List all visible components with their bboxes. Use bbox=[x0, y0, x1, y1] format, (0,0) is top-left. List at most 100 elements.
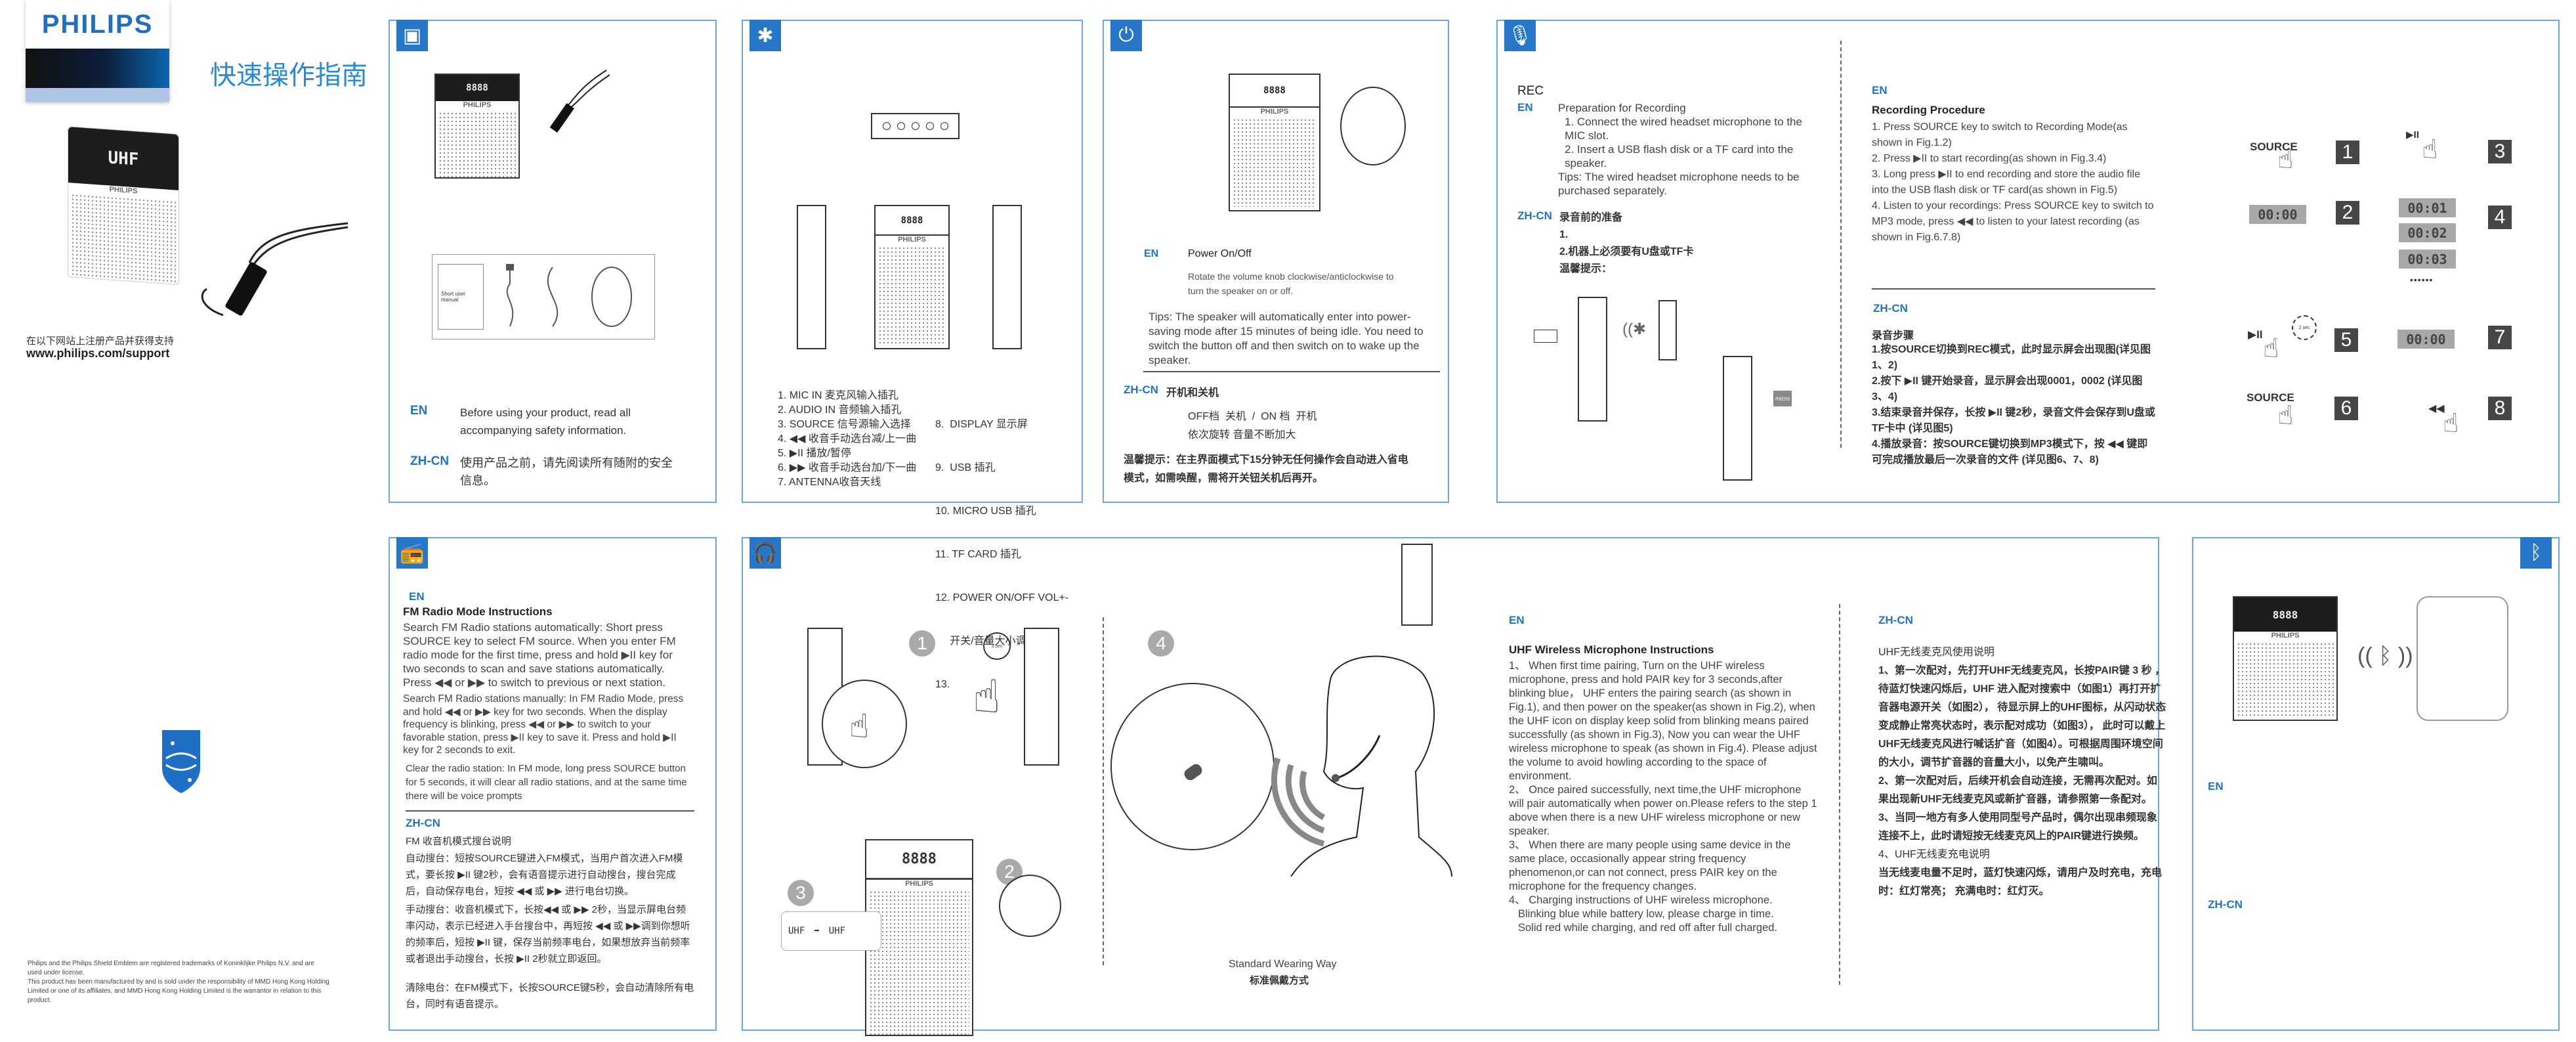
clock-icon: 3 sec bbox=[983, 632, 1011, 660]
control-item: 7. ANTENNA收音天线 bbox=[778, 477, 881, 488]
mic-wearing-zoom bbox=[1110, 683, 1275, 850]
fig4-lcd-1: 00:01 bbox=[2399, 198, 2456, 217]
mic-transmitter bbox=[1658, 300, 1677, 360]
speaker-front-uhf: 8888 PHILIPS bbox=[865, 839, 973, 1036]
support-url[interactable]: www.philips.com/support bbox=[26, 347, 170, 360]
fig5-play-label: ▶II bbox=[2248, 328, 2263, 341]
power-desc: Rotate the volume knob clockwise/anticlo… bbox=[1188, 271, 1394, 296]
speaker-top-view bbox=[871, 113, 960, 139]
rec-prep-1: 1. Connect the wired headset microphone … bbox=[1565, 116, 1802, 142]
speaker-illustration: 8888 PHILIPS bbox=[434, 74, 520, 179]
user-manual: Short user manual bbox=[438, 264, 484, 330]
tf-card-icon: micro bbox=[1773, 391, 1792, 406]
proc-step: 3. Long press ▶II to end recording and s… bbox=[1872, 169, 2141, 196]
legal-trademark: Philips and the Philips Shield Emblem ar… bbox=[28, 960, 315, 976]
rec-prep-block: Preparation for Recording 1. Connect the… bbox=[1558, 101, 1821, 198]
fig-number-7: 7 bbox=[2488, 326, 2512, 349]
rec-prep-title: Preparation for Recording bbox=[1558, 102, 1686, 114]
fig-number-2: 2 bbox=[2336, 201, 2359, 225]
hand-press-icon: ☝ bbox=[2277, 401, 2294, 430]
intro-zh-text: 使用产品之前，请先阅读所有随附的安全信息。 bbox=[460, 456, 673, 487]
fm-zh-title: FM 收音机模式搜台说明 bbox=[406, 836, 511, 847]
pair-zoom-circle: ☝ bbox=[822, 680, 907, 768]
controls-icon: ✱ bbox=[750, 20, 781, 51]
fig4-lcd-3: 00:03 bbox=[2399, 250, 2456, 269]
uhf-zh-p3: 3、当同一地方有多人使用同型号产品时，偶尔出现串频现象连接不上，此时请短按无线麦… bbox=[1878, 812, 2157, 842]
rec-zh-2: 2.机器上必须要有U盘或TF卡 bbox=[1559, 246, 1694, 257]
control-item: 1. MIC IN 麦克风输入插孔 bbox=[778, 390, 899, 401]
fm-title: FM Radio Mode Instructions bbox=[403, 605, 553, 618]
proc-zh-step: 3.结束录音并保存，长按 ▶II 键2秒，录音文件会保存到U盘或TF卡中 (详见… bbox=[1872, 407, 2155, 434]
accessories-illustration: Short user manual bbox=[432, 254, 655, 339]
guide-title: 快速操作指南 bbox=[210, 61, 368, 90]
power-zh-line2: 依次旋转 音量不断加大 bbox=[1188, 429, 1296, 441]
panel-power: ⏻ 8888 PHILIPS EN Power On/Off Rotate th… bbox=[1103, 20, 1449, 503]
fig-number-4: 4 bbox=[2488, 206, 2512, 229]
timer-icon: 2 sec bbox=[2292, 315, 2317, 340]
headset-icon: 🎧 bbox=[750, 537, 781, 569]
power-zh-line1: OFF档 关机 / ON 档 开机 bbox=[1188, 411, 1317, 422]
uhf-p2: 2、 Once paired successfully, next time,t… bbox=[1509, 784, 1817, 837]
power-en-label: EN bbox=[1144, 248, 1159, 259]
uhf-en-body: 1、 When first time pairing, Turn on the … bbox=[1509, 659, 1817, 935]
philips-wordmark: PHILIPS bbox=[41, 9, 154, 39]
bt-zh-label: ZH-CN bbox=[2208, 898, 2243, 911]
speaker-display: UHF bbox=[68, 127, 179, 190]
control-item: 12. POWER ON/OFF VOL+- bbox=[935, 592, 1069, 603]
uhf-zh-title: UHF无线麦克风使用说明 bbox=[1878, 647, 1995, 658]
fig8-rewind-label: ◀◀ bbox=[2428, 403, 2445, 414]
speaker-lcd: 8888 bbox=[1230, 75, 1319, 108]
speaker-side-right bbox=[992, 205, 1022, 349]
rec-prep-tips: Tips: The wired headset microphone needs… bbox=[1558, 171, 1800, 197]
microphone-icon: 🎙 bbox=[1504, 20, 1536, 51]
legal-text: Philips and the Philips Shield Emblem ar… bbox=[28, 959, 329, 1005]
power-zh-title: 开机和关机 bbox=[1166, 387, 1219, 399]
philips-shield-emblem bbox=[162, 730, 200, 793]
divider bbox=[1872, 288, 2155, 290]
mic-illustration bbox=[549, 70, 610, 133]
proc-en-label: EN bbox=[1872, 84, 1888, 97]
switch-zoom-circle bbox=[999, 875, 1061, 937]
fm-zh-label: ZH-CN bbox=[406, 817, 440, 829]
fig-number-1: 1 bbox=[909, 630, 935, 657]
control-item: 10. MICRO USB 插孔 bbox=[935, 506, 1036, 517]
fm-p1: Search FM Radio stations automatically: … bbox=[403, 621, 676, 689]
proc-zh-step: 1.按SOURCE切换到REC模式，此时显示屏会出现图(详见图1、2) bbox=[1872, 344, 2151, 371]
arrow-right-icon: ➡ bbox=[814, 926, 820, 936]
wireless-mic-image bbox=[201, 222, 348, 316]
usb-cable-icon bbox=[506, 264, 514, 327]
uhf-solid: UHF bbox=[828, 926, 846, 936]
fig-number-8: 8 bbox=[2488, 397, 2512, 420]
fm-en-label: EN bbox=[409, 590, 425, 603]
product-speaker-image: UHF PHILIPS bbox=[68, 126, 179, 285]
rec-zh-1: 1. bbox=[1559, 229, 1569, 240]
fig-number-1: 1 bbox=[2336, 141, 2359, 164]
speaker-bluetooth-illustration: 8888 PHILIPS bbox=[2233, 596, 2338, 721]
bluetooth-signal-icon: ((✱ bbox=[1622, 320, 1647, 338]
speaker-brand: PHILIPS bbox=[905, 880, 933, 888]
column-divider bbox=[1839, 604, 1840, 985]
power-title: Power On/Off bbox=[1188, 248, 1252, 259]
speaker-brand: PHILIPS bbox=[1260, 108, 1289, 116]
fm-zh-p3: 清除电台：在FM模式下，长按SOURCE键5秒，会自动清除所有电台，同时有语音提… bbox=[406, 982, 694, 1010]
fig-number-4: 4 bbox=[1148, 630, 1174, 657]
fig3-play-label: ▶II bbox=[2406, 129, 2419, 141]
proc-zh-list: 1.按SOURCE切换到REC模式，此时显示屏会出现图(详见图1、2) 2.按下… bbox=[1872, 342, 2155, 468]
uhf-zh-p2: 2、第一次配对后，后续开机会自动连接，无需再次配对。如果出现新UHF无线麦克风或… bbox=[1878, 775, 2157, 805]
rec-zh-block: 录音前的准备 1. 2.机器上必须要有U盘或TF卡 温馨提示： bbox=[1559, 209, 1693, 278]
person-wearing-headset bbox=[1271, 655, 1452, 877]
uhf-en-label: EN bbox=[1509, 614, 1525, 626]
uhf-status-bubble: UHF ➡ UHF bbox=[781, 911, 881, 951]
philips-logo-block: PHILIPS bbox=[26, 0, 169, 102]
control-item: 13. bbox=[935, 679, 950, 690]
fig-number-5: 5 bbox=[2334, 328, 2358, 352]
bt-en-label: EN bbox=[2208, 780, 2224, 792]
uhf-p4a: Blinking blue while battery low, please … bbox=[1518, 908, 1774, 920]
panel-fm-radio: 📻 EN FM Radio Mode Instructions Search F… bbox=[389, 537, 717, 1031]
uhf-p4: 4、 Charging instructions of UHF wireless… bbox=[1509, 894, 1773, 906]
radio-icon: 📻 bbox=[396, 537, 428, 569]
mic-side-view-2 bbox=[1024, 628, 1059, 766]
speaker-side-tf bbox=[1723, 356, 1752, 481]
caption-standard-wearing: Standard Wearing Way bbox=[1229, 959, 1337, 970]
fig7-lcd: 00:00 bbox=[2397, 330, 2455, 349]
